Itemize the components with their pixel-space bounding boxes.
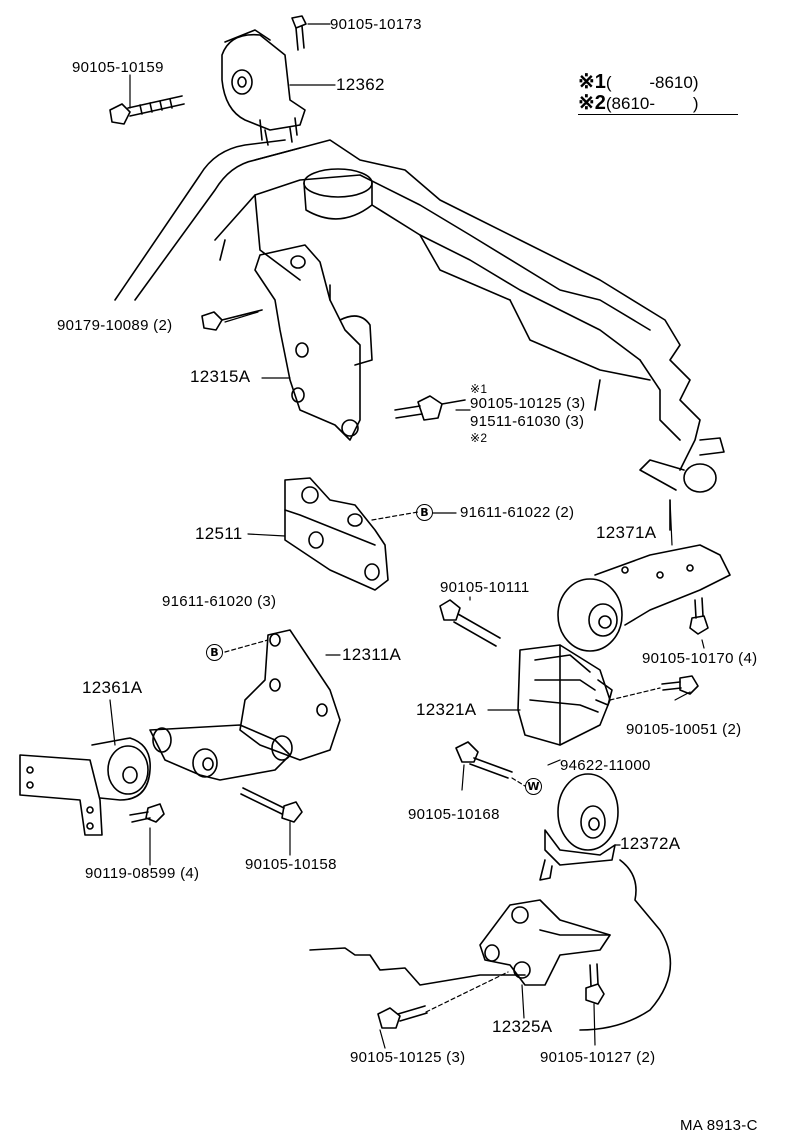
legend-range-1: ( -8610) — [605, 73, 699, 92]
label-12325A: 12325A — [492, 1017, 553, 1036]
legend-row-1: ※1( -8610) — [578, 72, 698, 93]
bolt-90105-10158 — [240, 787, 303, 823]
bracket-12311A-drawing — [149, 629, 341, 781]
label-94622-11000: 94622-11000 — [560, 757, 651, 774]
nut-90179-10089 — [201, 309, 263, 331]
note-mark-2: ※2 — [470, 431, 488, 445]
validity-legend: ※1( -8610) ※2(8610- ) — [578, 72, 698, 114]
label-12311A: 12311A — [342, 645, 402, 664]
label-12362: 12362 — [336, 75, 385, 94]
mount-12361A-drawing — [19, 737, 151, 836]
bolt-90105-10173 — [291, 15, 307, 51]
drawing-number: MA 8913-C — [680, 1117, 758, 1134]
label-91611-61020: 91611-61020 (3) — [162, 593, 277, 610]
bolt-90105-10111 — [439, 599, 501, 647]
mount-12362-drawing — [221, 29, 306, 146]
label-90105-10159: 90105-10159 — [72, 59, 164, 76]
label-90105-10051: 90105-10051 (2) — [626, 721, 742, 738]
bolt-90105-10168 — [455, 741, 513, 779]
label-90179-10089: 90179-10089 (2) — [57, 317, 173, 334]
label-91611-61022: 91611-61022 (2) — [460, 504, 575, 521]
body-frame-lines — [309, 859, 672, 1031]
bracket-12315A-drawing — [254, 244, 373, 441]
label-12511: 12511 — [195, 524, 243, 543]
bracket-12325A-drawing — [479, 899, 611, 986]
dashed-leaders — [224, 511, 661, 1013]
label-12315A: 12315A — [190, 367, 251, 386]
label-90105-10127: 90105-10127 (2) — [540, 1049, 656, 1066]
engine-block-outline — [114, 139, 725, 531]
leader-lines — [109, 23, 705, 1049]
mount-12372A-drawing — [539, 773, 619, 881]
legend-mark-1: ※1 — [578, 71, 606, 93]
label-91511-61030: 91511-61030 (3) — [470, 413, 585, 430]
bolt-90105-10125-upper — [394, 395, 466, 421]
label-90105-10111: 90105-10111 — [440, 579, 530, 596]
legend-row-2: ※2(8610- ) — [578, 93, 698, 114]
label-12372A: 12372A — [620, 834, 681, 853]
mount-12321A-drawing — [517, 644, 613, 746]
label-12361A: 12361A — [82, 678, 143, 697]
label-12321A: 12321A — [416, 700, 477, 719]
label-90105-10158: 90105-10158 — [245, 856, 337, 873]
label-12371A: 12371A — [596, 523, 657, 542]
callout-b-lower: B — [206, 644, 223, 661]
legend-underline — [578, 114, 738, 115]
bolt-90105-10125-lower — [377, 1005, 428, 1029]
label-90105-10173: 90105-10173 — [330, 16, 422, 33]
legend-mark-2: ※2 — [578, 92, 606, 114]
label-90105-10125-lower: 90105-10125 (3) — [350, 1049, 466, 1066]
bolt-90105-10127 — [585, 963, 605, 1005]
bolt-90105-10159 — [109, 95, 185, 125]
bolt-90105-10051 — [661, 675, 699, 695]
mount-12371A-drawing — [557, 544, 731, 652]
callout-b-upper: B — [416, 504, 433, 521]
label-90105-10168: 90105-10168 — [408, 806, 500, 823]
label-90105-10125-upper: 90105-10125 (3) — [470, 395, 586, 412]
callout-w-washer: W — [525, 778, 542, 795]
bolt-90105-10170 — [689, 597, 709, 635]
label-90119-08599: 90119-08599 (4) — [85, 865, 200, 882]
bolt-90119-08599 — [129, 803, 165, 823]
label-90105-10170: 90105-10170 (4) — [642, 650, 758, 667]
bracket-12511-drawing — [284, 477, 389, 591]
note-mark-1: ※1 — [470, 382, 488, 396]
legend-range-2: (8610- ) — [605, 94, 699, 113]
